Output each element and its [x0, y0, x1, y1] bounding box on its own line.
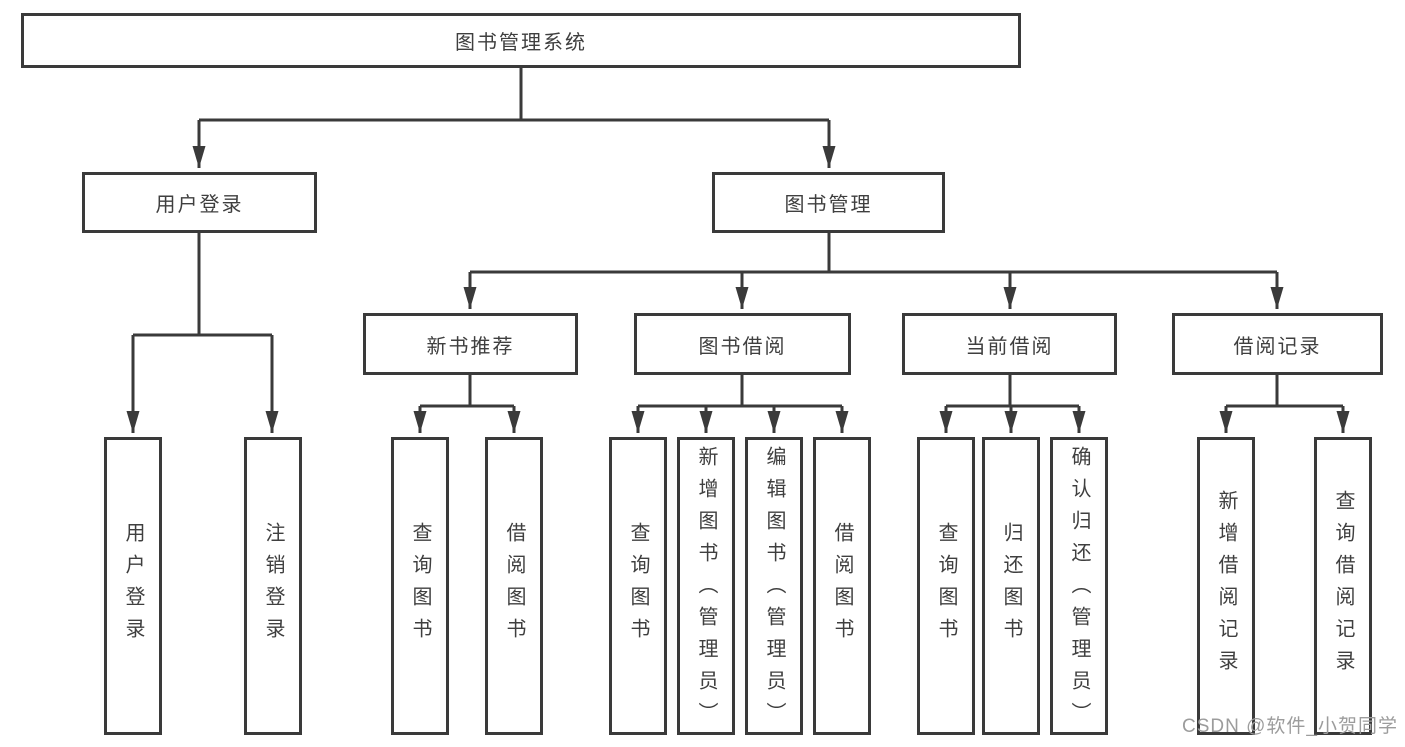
- node-user-login: 用户登录: [82, 172, 317, 233]
- leaf-edit-books-admin: 编辑图书（管理员）: [745, 437, 803, 735]
- leaf-add-borrow-record: 新增借阅记录: [1197, 437, 1255, 735]
- leaf-borrow-books-recommend: 借阅图书: [485, 437, 543, 735]
- leaf-query-borrow-record: 查询借阅记录: [1314, 437, 1372, 735]
- node-borrowing-records: 借阅记录: [1172, 313, 1383, 375]
- leaf-borrow-books-borrowing: 借阅图书: [813, 437, 871, 735]
- leaf-query-books-current: 查询图书: [917, 437, 975, 735]
- leaf-query-books-borrowing: 查询图书: [609, 437, 667, 735]
- node-new-book-recommendation: 新书推荐: [363, 313, 578, 375]
- node-current-borrowing: 当前借阅: [902, 313, 1117, 375]
- node-book-borrowing: 图书借阅: [634, 313, 851, 375]
- leaf-user-login: 用户登录: [104, 437, 162, 735]
- leaf-logout: 注销登录: [244, 437, 302, 735]
- leaf-query-books-recommend: 查询图书: [391, 437, 449, 735]
- leaf-return-books: 归还图书: [982, 437, 1040, 735]
- node-book-management: 图书管理: [712, 172, 945, 233]
- node-library-management-system: 图书管理系统: [21, 13, 1021, 68]
- leaf-add-books-admin: 新增图书（管理员）: [677, 437, 735, 735]
- csdn-watermark: CSDN @软件_小贺同学: [1182, 716, 1398, 737]
- leaf-confirm-return-admin: 确认归还（管理员）: [1050, 437, 1108, 735]
